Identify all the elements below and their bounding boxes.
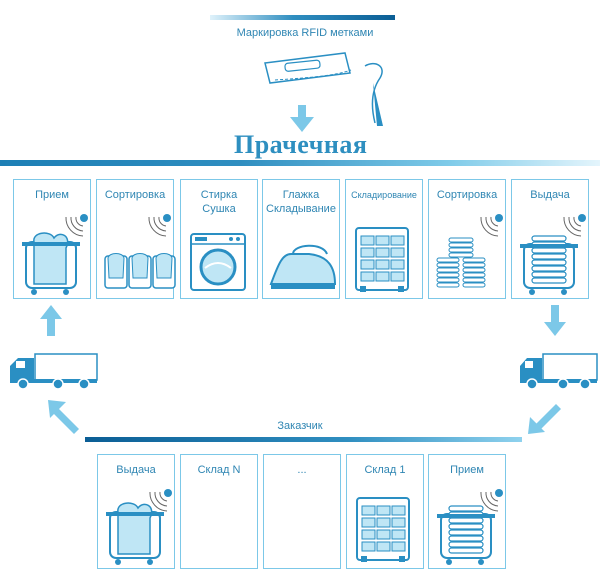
diag-arrow-left (48, 400, 79, 434)
laundry-title: Прачечная (234, 130, 368, 159)
laundry-step-2: Сортировка (96, 179, 176, 299)
rfid-signal-icon (148, 214, 171, 237)
iron-icon (269, 244, 337, 289)
top-header-bar (210, 15, 395, 20)
laundry-step-7: Выдача (511, 179, 589, 299)
rfid-signal-icon (563, 214, 586, 237)
rfid-signal-icon (65, 214, 88, 237)
customer-step-4: Склад 1 (346, 454, 424, 569)
step-label: Складирование (351, 190, 417, 200)
step-label: Глажка Складывание (266, 189, 336, 215)
rfid-signal-icon (480, 489, 503, 512)
laundry-step-5: Складирование (345, 179, 423, 299)
rfid-label: Маркировка RFID метками (236, 27, 374, 39)
rfid-signal-icon (149, 489, 172, 512)
customer-label: Заказчик (277, 420, 323, 432)
customer-bar (85, 437, 522, 442)
step-label: Сортировка (436, 189, 498, 201)
rfid-signal-icon (563, 214, 586, 237)
rfid-signal-icon (65, 214, 88, 237)
rfid-signal-icon (149, 489, 172, 512)
storage-rack-icon (356, 497, 410, 562)
rfid-tag-icon (264, 52, 383, 126)
step-label: Склад 1 (364, 464, 406, 476)
laundry-step-6: Сортировка (428, 179, 506, 299)
step-label: ... (297, 464, 307, 476)
up-arrow-left (40, 305, 62, 336)
rfid-signal-icon (480, 489, 503, 512)
down-arrow-right (544, 305, 566, 336)
diag-arrow-right (528, 404, 561, 434)
laundry-step-3: Стирка Сушка (180, 179, 258, 299)
laundry-step-1: Прием (13, 179, 91, 299)
step-label: Сортировка (104, 189, 166, 201)
rfid-signal-icon (148, 214, 171, 237)
cart-folded-icon (437, 505, 495, 565)
laundry-cart-icon (106, 502, 164, 565)
step-label: Стирка Сушка (200, 189, 238, 215)
folded-stacks-icon (436, 237, 486, 288)
customer-step-2: Склад N (180, 454, 258, 569)
step-label: Выдача (530, 189, 570, 201)
cart-folded-icon (520, 235, 578, 295)
truck-right-icon (520, 353, 598, 390)
down-arrow-rfid (290, 105, 314, 132)
laundry-step-4: Глажка Складывание (262, 179, 340, 299)
storage-rack-icon (355, 227, 409, 292)
laundry-cart-icon (22, 232, 80, 295)
step-label: Выдача (116, 464, 156, 476)
sorting-baskets-icon (104, 253, 176, 289)
step-label: Прием (450, 464, 484, 476)
step-label: Склад N (197, 464, 241, 476)
washing-machine-icon (190, 233, 246, 291)
customer-step-1: Выдача (97, 454, 175, 569)
customer-step-5: Прием (428, 454, 506, 569)
laundry-divider-bar (0, 160, 600, 166)
truck-left-icon (10, 353, 98, 390)
rfid-signal-icon (480, 214, 503, 237)
customer-step-3: ... (263, 454, 341, 569)
rfid-signal-icon (480, 214, 503, 237)
step-label: Прием (35, 189, 69, 201)
